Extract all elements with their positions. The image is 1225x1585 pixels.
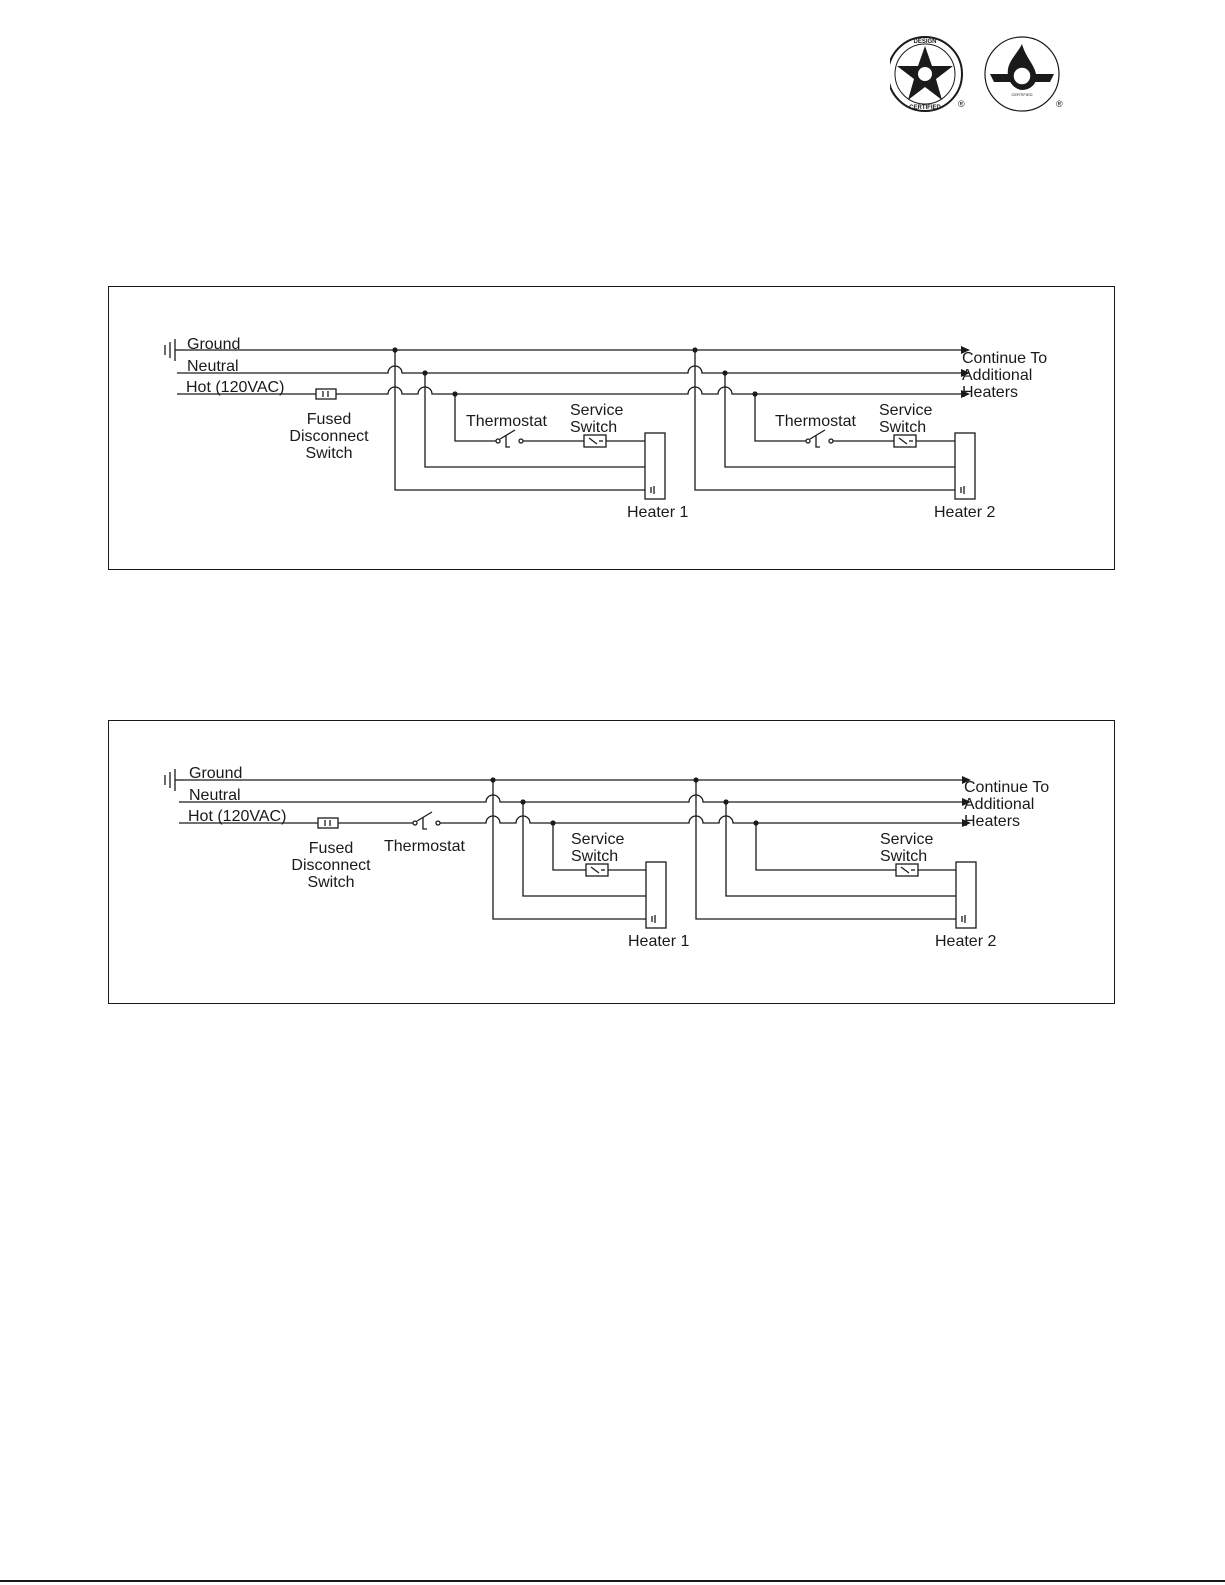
fused-switch-label-2: Disconnect — [289, 428, 369, 445]
wiring-diagram-individual-thermostats: Ground Neutral Hot (120VAC) Fused Discon… — [108, 286, 1115, 570]
heater-1-service-label-2: Switch — [570, 419, 617, 436]
heater-1-service-switch-icon — [583, 434, 607, 448]
wiring-diagram-main-thermostat: Ground Neutral Hot (120VAC) Fused Discon… — [108, 720, 1115, 1004]
heater-2-ground-terminal-icon — [961, 915, 966, 923]
hot-label: Hot (120VAC) — [188, 808, 286, 825]
heater-2-neutral-branch — [724, 373, 955, 468]
heater-1-hot-branch — [454, 394, 496, 442]
continue-label-2: Additional — [962, 367, 1032, 384]
heater-2-service-label-2: Switch — [880, 848, 927, 865]
hot-wire — [336, 386, 961, 395]
csa-flame-certified-seal-icon: CERTIFIED ® — [984, 36, 1063, 112]
heater-1-service-label-1: Service — [571, 831, 624, 848]
heater-2-service-switch-icon — [893, 434, 917, 448]
neutral-arrow-icon — [961, 369, 970, 377]
certification-logos: DESIGN CERTIFIED ® CERTIFIED ® — [890, 36, 1063, 112]
heater-1-ground-terminal-icon — [650, 486, 655, 494]
ground-label: Ground — [187, 336, 240, 353]
heater-2-hot-branch — [754, 394, 806, 442]
heater-2-thermostat-icon — [805, 429, 834, 448]
heater-1-box — [644, 432, 666, 500]
heater-2-service-label-2: Switch — [879, 419, 926, 436]
heater-1-ground-terminal-icon — [651, 915, 656, 923]
heater-2-hot-branch — [755, 823, 896, 871]
heater-1-ground-branch — [394, 350, 645, 491]
heater-1-thermostat-icon — [495, 429, 524, 448]
continue-label-1: Continue To — [964, 779, 1049, 796]
ground-symbol-icon — [164, 339, 183, 361]
wiring-schematic: Ground Neutral Hot (120VAC) Fused Discon… — [164, 765, 1049, 950]
logo-bottom-text: CERTIFIED — [909, 105, 941, 111]
heater-2-ground-terminal-icon — [960, 486, 965, 494]
neutral-label: Neutral — [189, 787, 241, 804]
heater-2-label: Heater 2 — [935, 933, 996, 950]
heater-2-ground-branch — [694, 350, 955, 491]
heater-1-neutral-branch — [522, 802, 646, 897]
heater-1-neutral-branch — [424, 373, 645, 468]
ground-symbol-icon — [164, 769, 183, 791]
wiring-schematic: Ground Neutral Hot (120VAC) Fused Discon… — [164, 336, 1047, 521]
heater-1-thermostat-label: Thermostat — [466, 413, 547, 430]
heater-1-box — [645, 861, 667, 929]
design-certified-star-seal-icon: DESIGN CERTIFIED ® — [890, 36, 965, 112]
heater-2-service-label-1: Service — [879, 402, 932, 419]
continue-label-1: Continue To — [962, 350, 1047, 367]
heater-1-service-label-2: Switch — [571, 848, 618, 865]
heater-1-ground-branch — [492, 780, 646, 920]
heater-2-service-switch-icon — [895, 863, 919, 877]
hot-arrow-icon — [962, 819, 971, 827]
heater-1-hot-branch — [552, 823, 586, 871]
heater-2-label: Heater 2 — [934, 504, 995, 521]
continue-label-2: Additional — [964, 796, 1034, 813]
heater-2-thermostat-label: Thermostat — [775, 413, 856, 430]
main-thermostat-label: Thermostat — [384, 838, 465, 855]
fused-switch-label-1: Fused — [307, 411, 351, 428]
logo-bottom-text: CERTIFIED — [1011, 92, 1032, 97]
heater-1-service-label-1: Service — [570, 402, 623, 419]
registered-mark: ® — [958, 99, 965, 109]
page-bottom-rule — [0, 1580, 1225, 1582]
fused-switch-label-3: Switch — [305, 445, 352, 462]
main-thermostat-icon — [412, 811, 441, 830]
heater-2-box — [955, 861, 977, 929]
hot-wire — [440, 815, 962, 824]
hot-arrow-icon — [961, 390, 970, 398]
ground-arrow-icon — [962, 776, 971, 784]
fused-switch-label-2: Disconnect — [291, 857, 371, 874]
hot-label: Hot (120VAC) — [186, 379, 284, 396]
logo-top-text: DESIGN — [913, 39, 936, 45]
heater-1-label: Heater 1 — [628, 933, 689, 950]
continue-label-3: Heaters — [964, 813, 1020, 830]
ground-label: Ground — [189, 765, 242, 782]
heater-2-neutral-branch — [725, 802, 956, 897]
continue-label-3: Heaters — [962, 384, 1018, 401]
neutral-wire — [179, 794, 962, 803]
heater-1-label: Heater 1 — [627, 504, 688, 521]
fused-disconnect-switch-icon — [317, 817, 339, 829]
registered-mark: ® — [1056, 99, 1063, 109]
heater-2-box — [954, 432, 976, 500]
heater-1-service-switch-icon — [585, 863, 609, 877]
neutral-wire — [177, 365, 961, 374]
fused-switch-label-3: Switch — [307, 874, 354, 891]
heater-2-ground-branch — [695, 780, 956, 920]
neutral-label: Neutral — [187, 358, 239, 375]
fused-disconnect-switch-icon — [315, 388, 337, 400]
ground-arrow-icon — [961, 346, 970, 354]
heater-2-service-label-1: Service — [880, 831, 933, 848]
neutral-arrow-icon — [962, 798, 971, 806]
fused-switch-label-1: Fused — [309, 840, 353, 857]
